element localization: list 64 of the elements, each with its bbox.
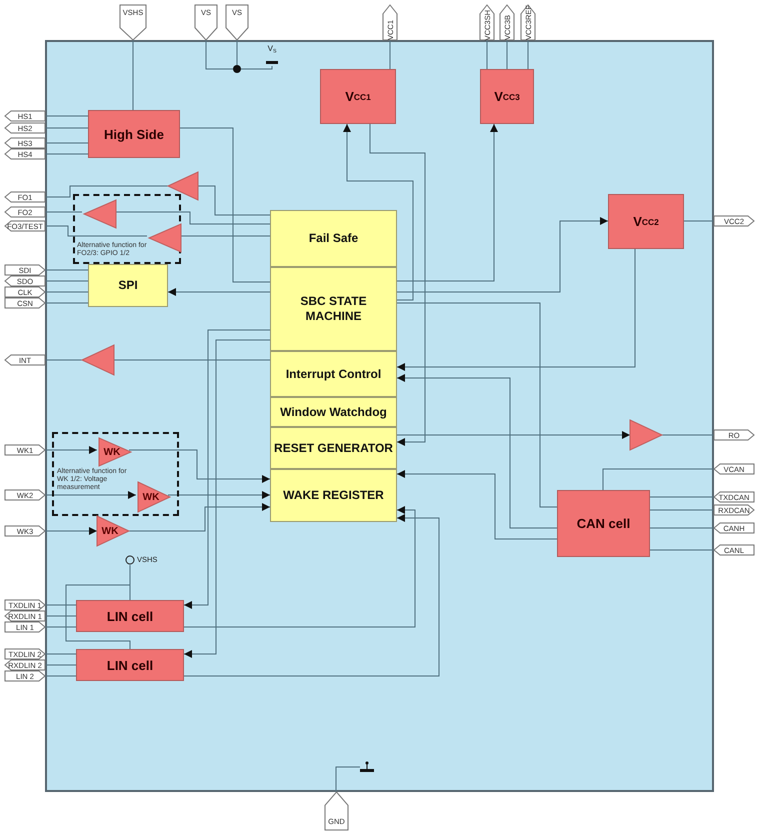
function-block: CAN cell — [557, 490, 650, 557]
arrow — [396, 431, 630, 439]
buffer-triangle: WK — [97, 516, 129, 546]
arrow — [396, 374, 558, 528]
signal-line — [486, 40, 488, 70]
dashed-group-box — [52, 432, 179, 516]
arrow — [184, 514, 440, 676]
buffer-triangle — [84, 200, 116, 228]
arrow — [168, 491, 270, 499]
signal-line — [132, 40, 134, 110]
arrow — [128, 450, 270, 483]
arrow — [343, 124, 414, 300]
signal-line — [44, 302, 88, 304]
arrow — [184, 506, 416, 628]
signal-line — [180, 128, 270, 282]
arrow — [370, 124, 426, 446]
function-block: LIN cell — [76, 649, 184, 681]
signal-line — [44, 226, 148, 236]
arrow — [44, 491, 136, 499]
arrow — [396, 248, 636, 371]
signal-line — [206, 40, 234, 70]
buffer-triangle — [168, 172, 198, 200]
signal-line — [44, 280, 88, 282]
arrow — [184, 340, 270, 658]
signal-line — [650, 496, 714, 498]
signal-line — [684, 220, 714, 222]
signal-line — [602, 468, 714, 490]
function-block: LIN cell — [76, 600, 184, 632]
signal-line — [336, 766, 360, 792]
buffer-triangle: WK — [99, 438, 131, 466]
function-block: High Side — [88, 110, 180, 158]
buffer-triangle — [630, 420, 662, 450]
logic-block: Fail Safe — [270, 210, 397, 267]
signal-line — [44, 142, 88, 144]
logic-block: SBC STATE MACHINE — [270, 267, 397, 351]
signal-line — [396, 302, 558, 508]
arrow — [128, 503, 270, 532]
logic-block: Window Watchdog — [270, 397, 397, 427]
buffer-triangle — [149, 224, 181, 252]
signal-line — [114, 212, 270, 224]
logic-block: RESET GENERATOR — [270, 427, 397, 469]
ground-symbol — [360, 760, 374, 774]
signal-line — [236, 40, 238, 66]
signal-line — [44, 664, 76, 666]
signal-line — [66, 564, 130, 650]
signal-line — [44, 626, 76, 628]
arrow — [184, 330, 270, 609]
logic-block: Interrupt Control — [270, 351, 397, 397]
buffer-triangle: WK — [138, 482, 170, 512]
arrow — [396, 470, 558, 540]
arrow — [44, 446, 98, 454]
arrow — [396, 124, 498, 282]
signal-line — [662, 434, 714, 436]
signal-line — [240, 66, 272, 70]
signal-line — [44, 186, 168, 198]
signal-line — [198, 186, 270, 216]
signal-line — [506, 40, 508, 70]
signal-line — [44, 604, 76, 606]
logic-block: WAKE REGISTER — [270, 469, 397, 522]
logic-block: SPI — [88, 264, 168, 307]
arrow — [396, 217, 608, 292]
arrow — [168, 288, 270, 296]
buffer-triangle — [82, 345, 114, 375]
arrow — [44, 527, 98, 535]
